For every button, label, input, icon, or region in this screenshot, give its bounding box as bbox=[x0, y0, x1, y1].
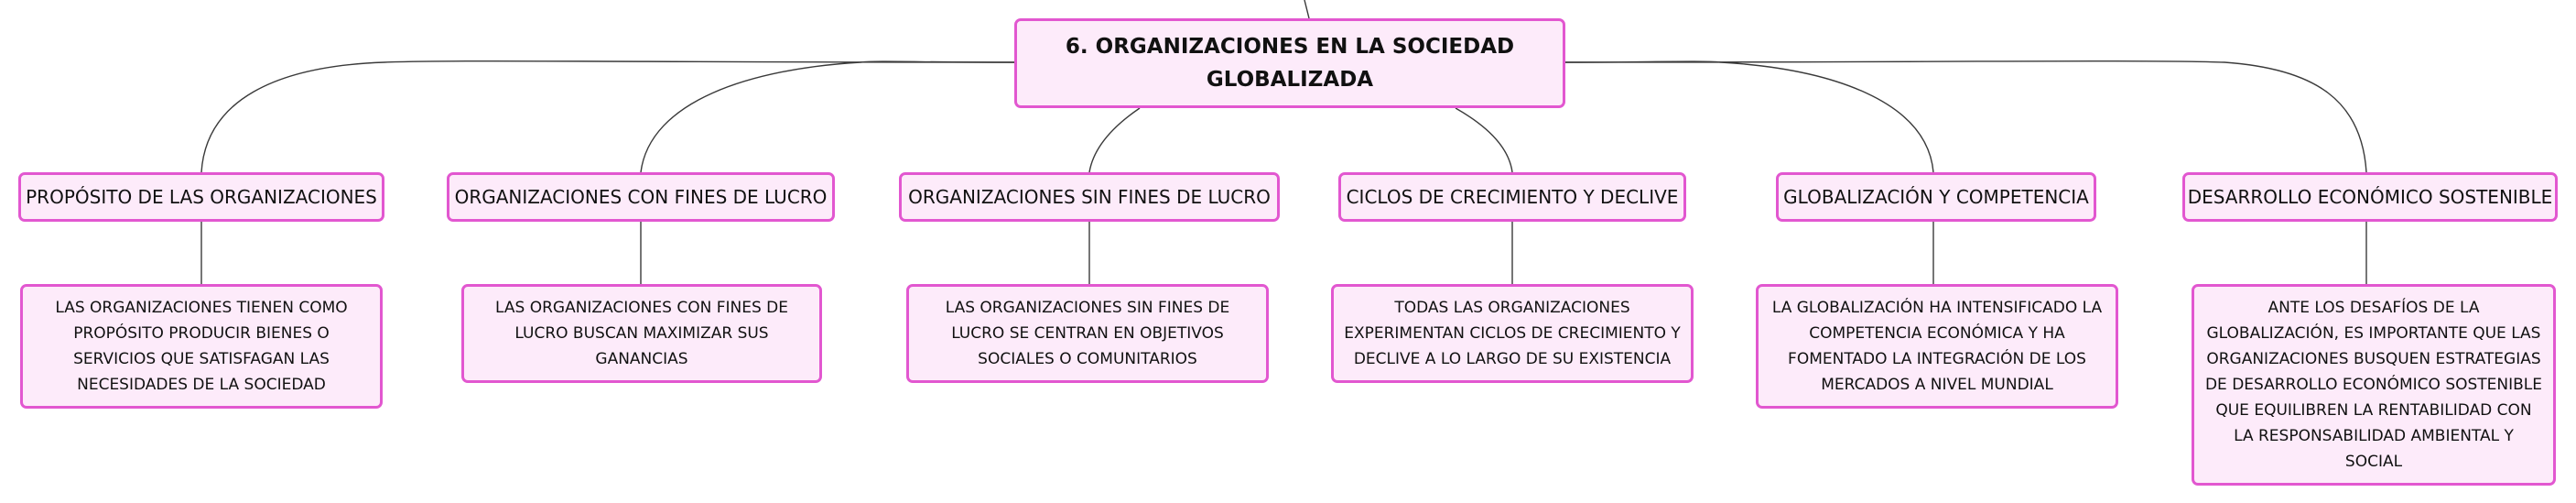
leaf-text-1: LAS ORGANIZACIONES TIENEN COMO PROPÓSITO… bbox=[55, 299, 348, 394]
leaf-text-2: LAS ORGANIZACIONES CON FINES DE LUCRO BU… bbox=[495, 299, 788, 368]
leaf-node-4[interactable]: TODAS LAS ORGANIZACIONES EXPERIMENTAN CI… bbox=[1331, 284, 1694, 383]
connector-branch-1 bbox=[200, 60, 1015, 173]
connector-branch-5 bbox=[1564, 60, 1934, 173]
connector-branch-2 bbox=[640, 60, 1015, 173]
branch-node-6[interactable]: DESARROLLO ECONÓMICO SOSTENIBLE bbox=[2182, 172, 2558, 222]
leaf-text-5: LA GLOBALIZACIÓN HA INTENSIFICADO LA COM… bbox=[1771, 299, 2103, 394]
leaf-node-5[interactable]: LA GLOBALIZACIÓN HA INTENSIFICADO LA COM… bbox=[1756, 284, 2118, 409]
leaf-node-3[interactable]: LAS ORGANIZACIONES SIN FINES DE LUCRO SE… bbox=[906, 284, 1269, 383]
branch-label-6: DESARROLLO ECONÓMICO SOSTENIBLE bbox=[2187, 186, 2553, 208]
connector-parent bbox=[1304, 0, 1310, 19]
branch-node-4[interactable]: CICLOS DE CRECIMIENTO Y DECLIVE bbox=[1338, 172, 1686, 222]
connector-branch-3 bbox=[1088, 107, 1141, 173]
branch-label-4: CICLOS DE CRECIMIENTO Y DECLIVE bbox=[1346, 186, 1679, 208]
leaf-node-6[interactable]: ANTE LOS DESAFÍOS DE LA GLOBALIZACIÓN, E… bbox=[2192, 284, 2556, 486]
branch-node-2[interactable]: ORGANIZACIONES CON FINES DE LUCRO bbox=[447, 172, 835, 222]
leaf-text-3: LAS ORGANIZACIONES SIN FINES DE LUCRO SE… bbox=[945, 299, 1230, 368]
branch-label-1: PROPÓSITO DE LAS ORGANIZACIONES bbox=[26, 186, 377, 208]
connector-branch-4 bbox=[1455, 107, 1513, 173]
connector-branch-6 bbox=[1564, 60, 2367, 173]
branch-label-5: GLOBALIZACIÓN Y COMPETENCIA bbox=[1783, 186, 2089, 208]
leaf-text-4: TODAS LAS ORGANIZACIONES EXPERIMENTAN CI… bbox=[1344, 299, 1681, 368]
branch-node-5[interactable]: GLOBALIZACIÓN Y COMPETENCIA bbox=[1776, 172, 2096, 222]
root-title: 6. ORGANIZACIONES EN LA SOCIEDAD GLOBALI… bbox=[1065, 35, 1515, 92]
leaf-node-2[interactable]: LAS ORGANIZACIONES CON FINES DE LUCRO BU… bbox=[461, 284, 822, 383]
branch-label-2: ORGANIZACIONES CON FINES DE LUCRO bbox=[454, 186, 828, 208]
branch-label-3: ORGANIZACIONES SIN FINES DE LUCRO bbox=[908, 186, 1271, 208]
branch-node-3[interactable]: ORGANIZACIONES SIN FINES DE LUCRO bbox=[899, 172, 1280, 222]
branch-node-1[interactable]: PROPÓSITO DE LAS ORGANIZACIONES bbox=[18, 172, 384, 222]
leaf-node-1[interactable]: LAS ORGANIZACIONES TIENEN COMO PROPÓSITO… bbox=[20, 284, 383, 409]
leaf-text-6: ANTE LOS DESAFÍOS DE LA GLOBALIZACIÓN, E… bbox=[2204, 299, 2543, 471]
root-node[interactable]: 6. ORGANIZACIONES EN LA SOCIEDAD GLOBALI… bbox=[1014, 18, 1565, 108]
